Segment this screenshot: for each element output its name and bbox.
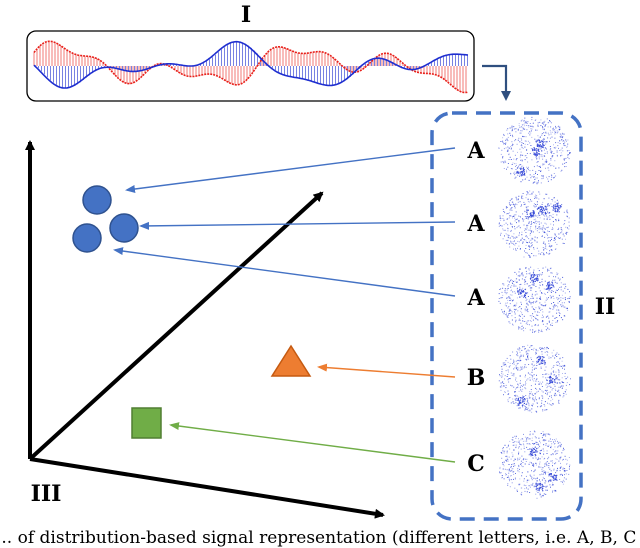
point-class-a-1 [82, 185, 112, 215]
label-panel-2: II [595, 294, 616, 320]
axis-x [29, 457, 385, 519]
signal-blue-line [33, 40, 469, 89]
connector-arrow-a-2 [139, 221, 456, 230]
label-panel-3: III [31, 481, 62, 507]
point-class-b [270, 344, 312, 377]
signal-stems [33, 41, 468, 93]
connector-arrow-b [317, 363, 456, 378]
signal-box [26, 30, 475, 102]
class-letter-a-2: A [466, 211, 485, 237]
signal-waveform [33, 40, 469, 94]
point-class-a-2 [109, 213, 139, 243]
class-letter-b: B [467, 365, 486, 391]
connector-arrow-a-1 [125, 147, 456, 193]
class-letter-a-3: A [466, 285, 485, 311]
distribution-thumbnail-1 [498, 116, 571, 185]
class-letter-a-1: A [466, 138, 485, 164]
signal-to-panel2-arrow [482, 64, 511, 101]
connector-arrow-a-3 [113, 247, 456, 297]
label-panel-1: I [241, 2, 251, 28]
connector-arrow-c [169, 422, 456, 463]
distribution-thumbnail-5 [499, 430, 571, 499]
distribution-thumbnail-3 [498, 266, 571, 333]
point-class-c [131, 407, 162, 439]
panel-2-dashed-box [430, 111, 583, 521]
axis-z [28, 191, 324, 461]
class-letter-c: C [467, 451, 485, 477]
figure-caption: ... of distribution-based signal represe… [0, 528, 640, 548]
distribution-thumbnail-2 [498, 190, 570, 258]
signal-red-line [33, 40, 469, 94]
distribution-thumbnails [498, 116, 571, 499]
point-class-a-3 [72, 223, 102, 253]
distribution-thumbnail-4 [498, 344, 571, 413]
